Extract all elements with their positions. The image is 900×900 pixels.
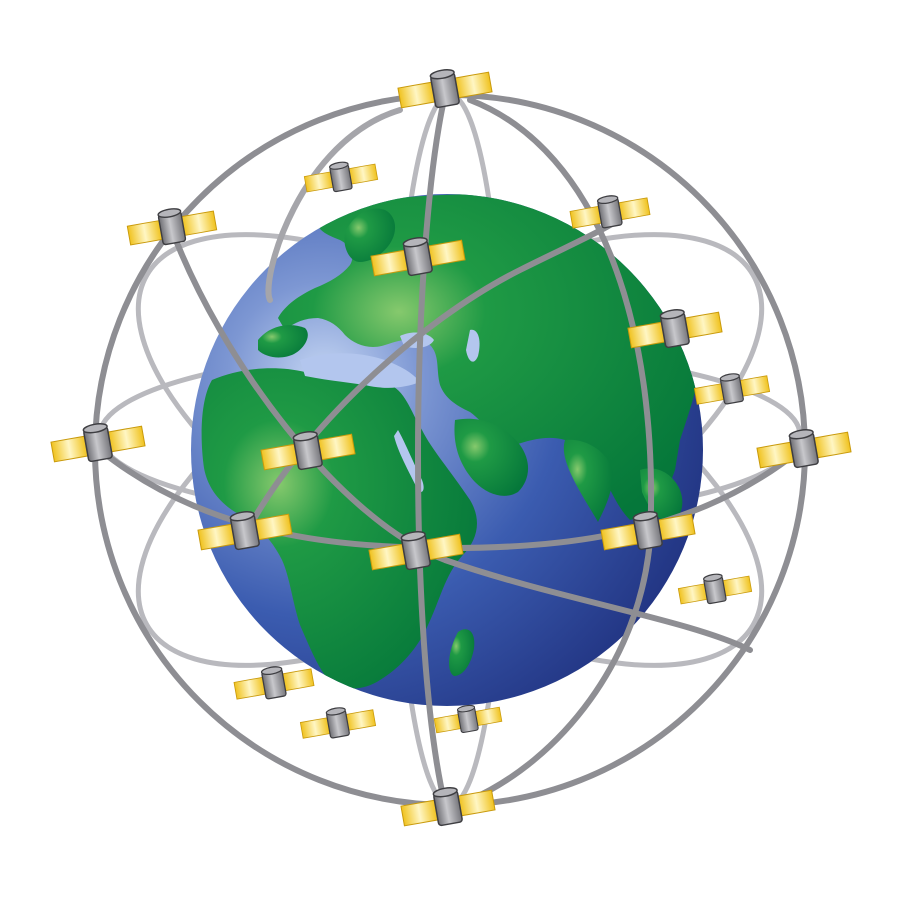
satellite-cap (703, 573, 723, 582)
satellite-cap (719, 373, 740, 382)
satellite-cap (292, 431, 318, 442)
sat-bottom-small-icon (433, 704, 503, 734)
satellite-cap (400, 531, 426, 542)
orbit-front-vertical (415, 92, 448, 808)
landmass-india (563, 439, 613, 522)
sea-mediterranean (300, 353, 420, 388)
landmass-eurasia (278, 194, 703, 520)
solar-panel-right (107, 425, 146, 453)
landmass-arabia (454, 418, 529, 496)
sat-bottom-icon (400, 787, 496, 827)
solar-panel-right (348, 163, 379, 185)
solar-panel-right (739, 375, 771, 397)
solar-panel-left (50, 435, 89, 463)
satellite-cap (632, 511, 658, 522)
sat-far-left-icon (50, 423, 146, 463)
sat-center-icon (368, 531, 464, 571)
solar-panel-right (282, 668, 315, 692)
solar-panel-left (126, 220, 163, 246)
solar-panel-left (397, 81, 436, 109)
sat-upper-left-small-icon (303, 161, 379, 193)
solar-panel-right (618, 197, 651, 221)
solar-panel-right (345, 709, 377, 731)
sat-upper-right-icon (569, 195, 651, 229)
solar-panel-right (474, 706, 503, 727)
solar-panel-left (303, 171, 334, 193)
satellite-cap (432, 787, 458, 798)
satellite-cap (596, 195, 619, 205)
landmass-madagascar (449, 629, 475, 676)
sat-lower-left-icon (233, 666, 315, 700)
sat-right-upper-icon (627, 309, 723, 349)
sat-far-right-icon (756, 429, 852, 469)
satellite-cap (82, 423, 108, 434)
satellite-cap (659, 309, 685, 320)
solar-panel-left (433, 713, 462, 734)
sat-upper-left-icon (126, 208, 218, 246)
solar-panel-left (299, 717, 331, 739)
solar-panel-left (677, 583, 708, 605)
satellite-cap (402, 237, 428, 248)
sat-right-small-icon (693, 373, 771, 405)
satellite-cap (157, 208, 182, 218)
orbit-front-right-meridian (467, 97, 655, 803)
solar-panel-left (233, 676, 266, 700)
sat-right-lower-icon (600, 511, 696, 551)
solar-panel-right (684, 311, 723, 339)
solar-panel-left (756, 441, 795, 469)
sat-left-lower-icon (197, 511, 293, 551)
sat-top-icon (397, 69, 493, 109)
solar-panel-right (722, 575, 753, 597)
landmass-iberia (258, 325, 308, 358)
satellite-cap (788, 429, 814, 440)
solar-panel-right (813, 431, 852, 459)
sat-right-bottom-small-icon (677, 573, 753, 605)
sat-over-africa-icon (260, 431, 356, 471)
landmass-scandinavia (344, 208, 396, 262)
satellite-cap (329, 161, 349, 170)
satellites (50, 69, 852, 827)
satellite-cap (229, 511, 255, 522)
satellite-cap (260, 666, 283, 676)
sat-bottom-left-small-icon (299, 707, 377, 739)
sat-over-europe-icon (370, 237, 466, 277)
satellite-cap (325, 707, 346, 716)
satellite-cap (429, 69, 455, 80)
satellite-cap (456, 704, 476, 713)
solar-panel-left (693, 383, 725, 405)
sea-caspian (466, 329, 480, 362)
orbit-front-left-meridian (265, 107, 403, 303)
